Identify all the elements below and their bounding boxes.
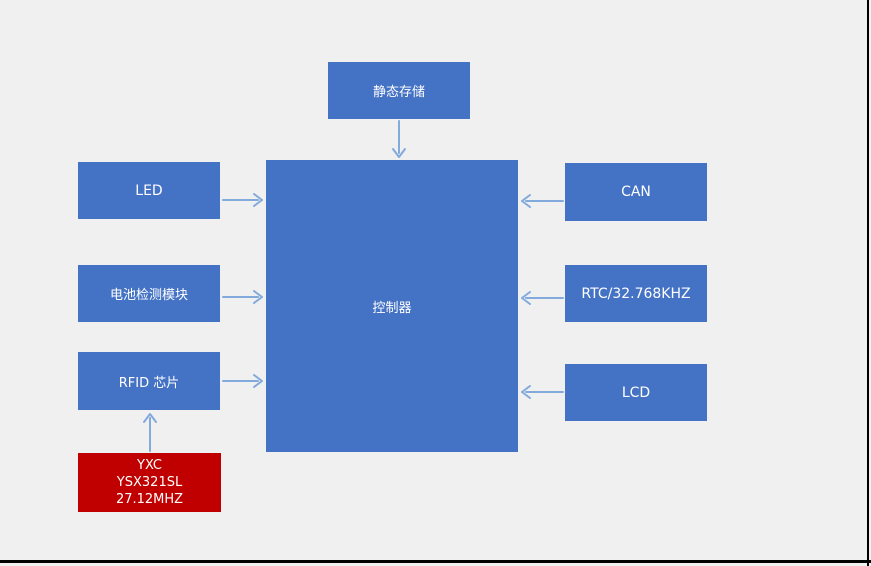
node-rfid-chip: RFID 芯片	[78, 352, 220, 410]
node-can-label: CAN	[621, 184, 651, 200]
node-battery-detect: 电池检测模块	[78, 265, 220, 322]
node-battery-detect-label: 电池检测模块	[109, 288, 188, 303]
arrow-can-to-controller	[521, 194, 564, 208]
node-lcd: LCD	[565, 364, 707, 421]
crystal-line-2: YSX321SL	[116, 475, 183, 490]
node-controller-label: 控制器	[372, 300, 412, 316]
node-rfid-chip-label: RFID 芯片	[118, 375, 180, 391]
crystal-line-3: 27.12MHZ	[115, 492, 184, 507]
node-rtc: RTC/32.768KHZ	[565, 265, 707, 322]
node-can: CAN	[565, 163, 707, 221]
node-rtc-label: RTC/32.768KHZ	[581, 285, 691, 302]
arrow-rfid-to-controller	[222, 374, 263, 388]
node-crystal-oscillator-label: YXC YSX321SL 27.12MHZ	[116, 457, 183, 508]
node-lcd-label: LCD	[621, 384, 651, 401]
node-led: LED	[78, 162, 220, 219]
arrow-static-storage-to-controller	[392, 120, 406, 158]
arrow-crystal-to-rfid	[143, 413, 157, 452]
node-crystal-oscillator: YXC YSX321SL 27.12MHZ	[78, 453, 221, 512]
arrow-battery-to-controller	[222, 290, 263, 304]
frame-edge-bottom	[0, 560, 871, 563]
node-static-storage-label: 静态存储	[372, 85, 425, 100]
node-controller: 控制器	[266, 160, 518, 452]
frame-edge-right	[867, 0, 869, 566]
arrow-led-to-controller	[222, 193, 263, 207]
arrow-rtc-to-controller	[521, 291, 564, 305]
arrow-lcd-to-controller	[521, 385, 564, 399]
node-led-label: LED	[135, 182, 163, 199]
crystal-line-1: YXC	[137, 458, 162, 473]
node-static-storage: 静态存储	[328, 62, 470, 119]
